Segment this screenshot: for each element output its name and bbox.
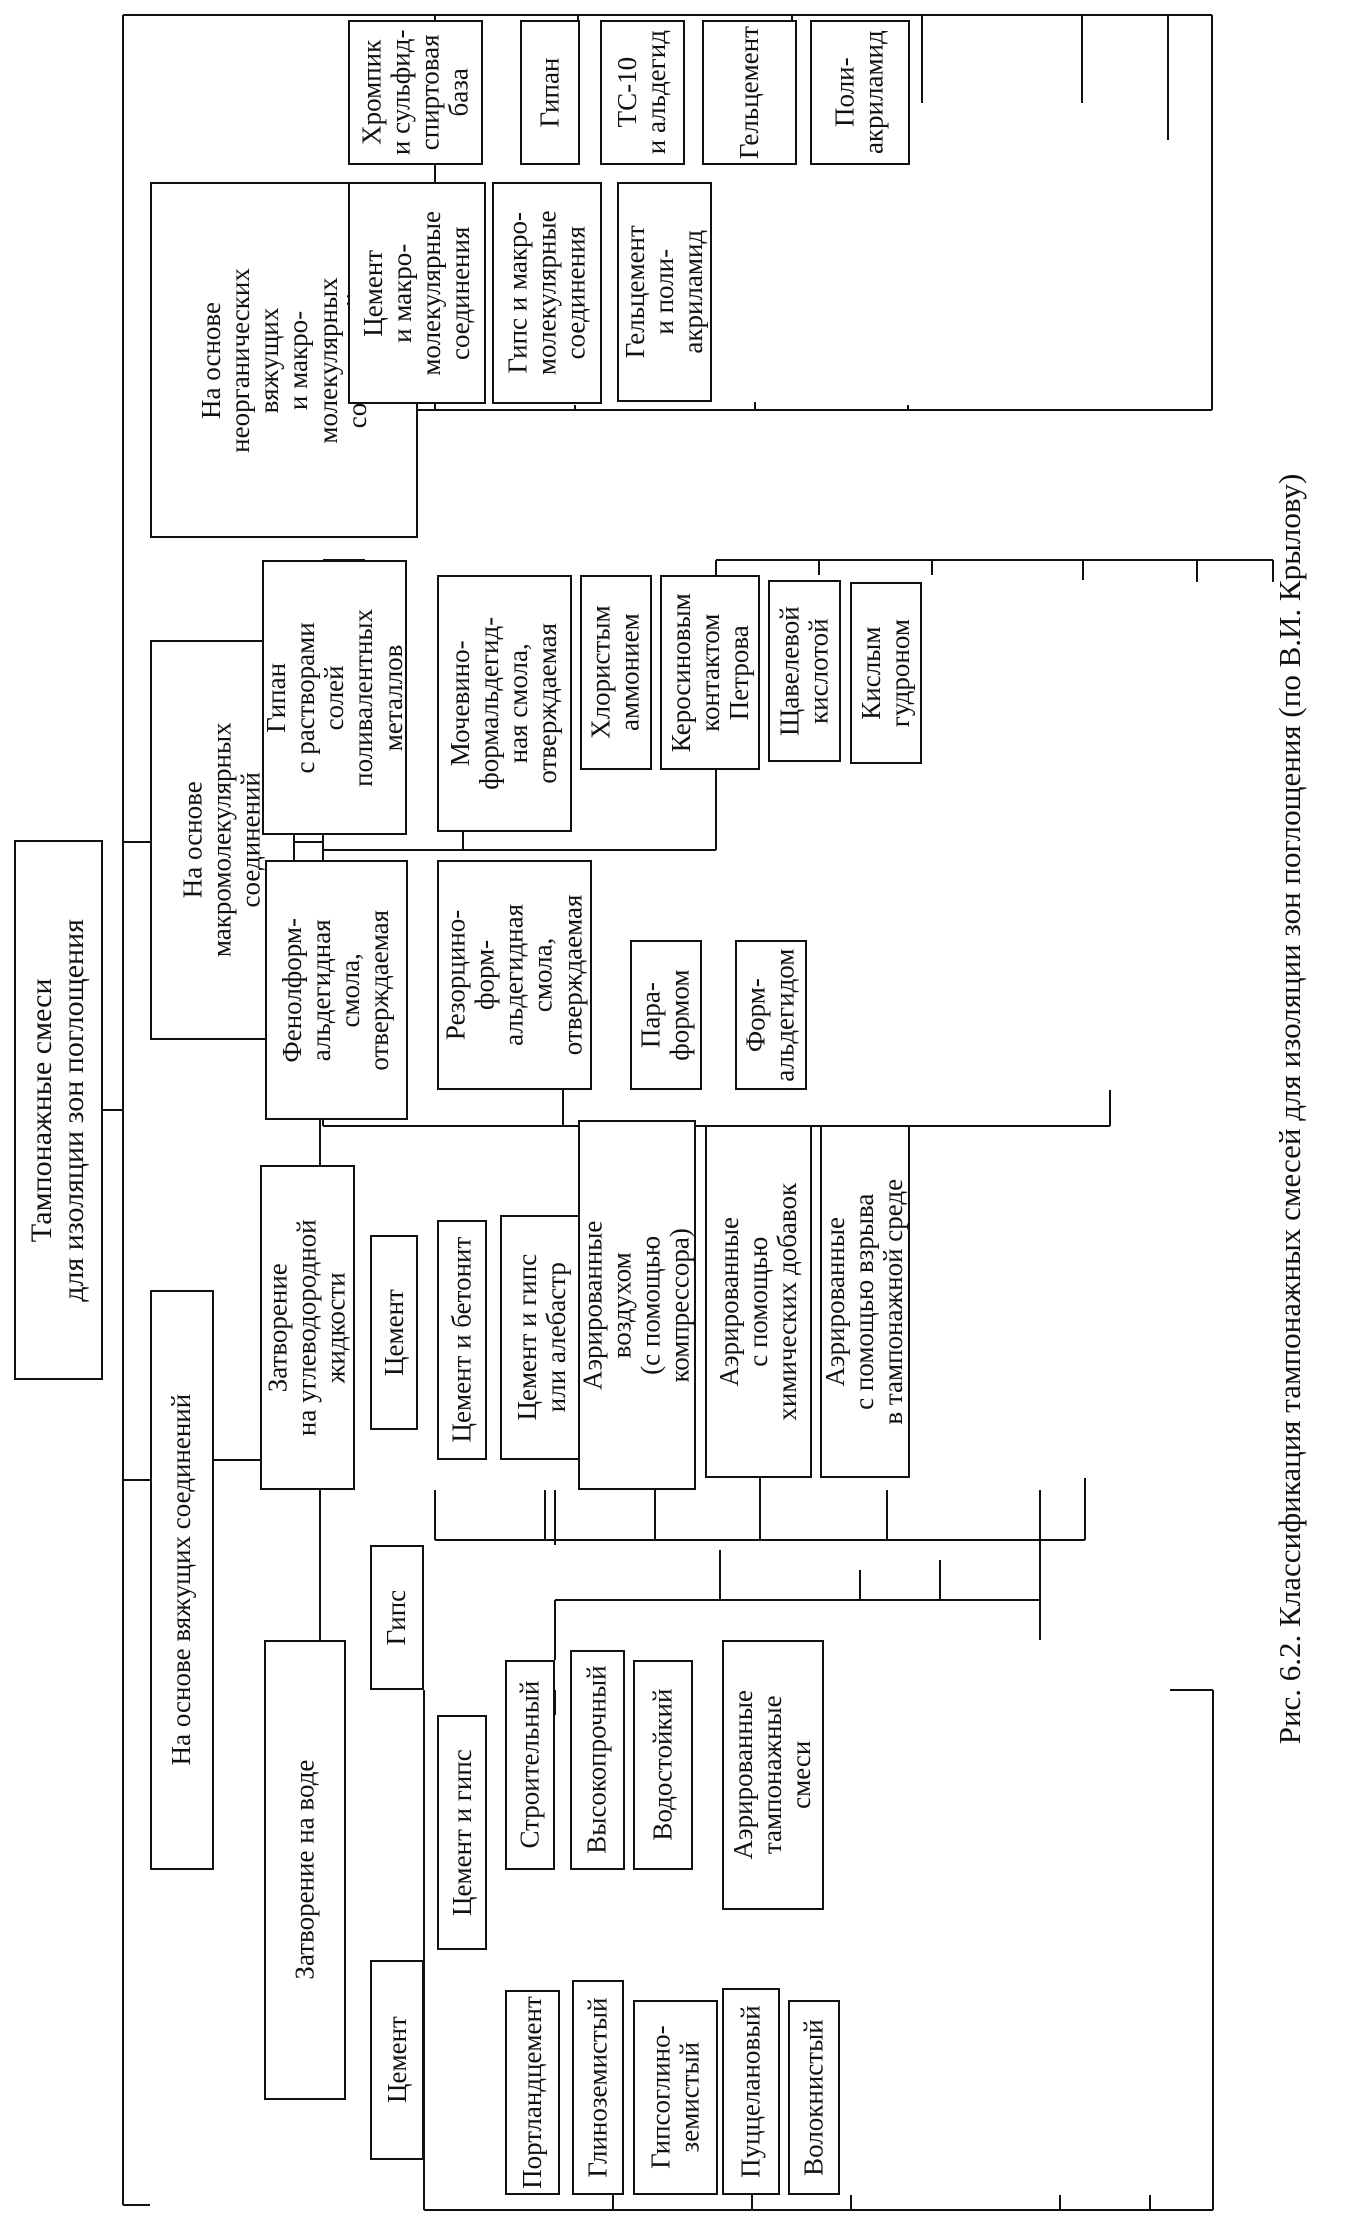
node-phenol: Фенолформ- альдегидная смола, отверждаем… xyxy=(265,860,408,1120)
label-aer-air: Аэрированные воздухом (с помощью компрес… xyxy=(577,1220,696,1390)
label-fiber: Волокнистый xyxy=(798,2019,829,2176)
label-portland: Портландцемент xyxy=(516,1996,547,2189)
group-inorganic-label: На основе неорганических вяжущих и макро… xyxy=(195,267,372,453)
label-gelcement: Гельцемент xyxy=(733,25,764,160)
label-aer-chem: Аэрированные с помощью химических добаво… xyxy=(713,1182,803,1421)
node-high-strength: Высокопрочный xyxy=(570,1650,625,1870)
label-formaldehyde: Форм- альдегидом xyxy=(740,948,800,1082)
label-alumina: Глиноземистый xyxy=(582,1997,613,2178)
label-cement-bentonite: Цемент и бетонит xyxy=(446,1237,477,1443)
caption-text: Рис. 6.2. Классификация тампонажных смес… xyxy=(1272,473,1307,1745)
node-paraform: Пара- формом xyxy=(630,940,702,1090)
node-ts10: ТС-10 и альдегид xyxy=(600,20,685,165)
node-pozzolan: Пуццелановый xyxy=(722,1988,780,2195)
label-water-resistant: Водостойкий xyxy=(647,1688,678,1842)
label-phenol: Фенолформ- альдегидная смола, отверждаем… xyxy=(277,909,395,1071)
label-gypsum-macro: Гипс и макро- молекулярные соединения xyxy=(502,210,591,376)
node-cement: Цемент xyxy=(370,1960,424,2160)
label-pozzolan: Пуццелановый xyxy=(735,2005,766,2178)
label-hc-cement: Цемент xyxy=(378,1289,409,1376)
node-aer-blast: Аэрированные с помощью взрыва в тампонаж… xyxy=(820,1125,910,1478)
node-cement-bentonite: Цемент и бетонит xyxy=(437,1220,487,1460)
node-formaldehyde: Форм- альдегидом xyxy=(735,940,807,1090)
label-tar: Кислым гудроном xyxy=(855,618,916,728)
node-hc-cement: Цемент xyxy=(370,1235,418,1430)
node-gelcement: Гельцемент xyxy=(702,20,797,165)
node-aer-chem: Аэрированные с помощью химических добаво… xyxy=(705,1125,812,1478)
node-tar: Кислым гудроном xyxy=(850,582,922,764)
node-cement-gypsum: Цемент и гипс xyxy=(437,1715,487,1950)
label-resorcinol: Резорцино- форм- альдегидная смола, отве… xyxy=(440,894,588,1056)
node-gypsum-macro: Гипс и макро- молекулярные соединения xyxy=(492,182,602,404)
label-cement-macro: Цемент и макро- молекулярные соединения xyxy=(357,210,476,376)
label-building: Строительный xyxy=(514,1681,545,1849)
node-urea: Мочевино- формальдегид- ная смола, отвер… xyxy=(437,575,572,832)
node-gelcement-pam: Гельцемент и поли- акриламид xyxy=(617,182,712,402)
node-building: Строительный xyxy=(505,1660,555,1870)
label-paraform: Пара- формом xyxy=(635,969,695,1061)
node-water-mixing: Затворение на воде xyxy=(264,1640,346,2100)
label-urea: Мочевино- формальдегид- ная смола, отвер… xyxy=(445,617,563,790)
node-gypsum: Гипс xyxy=(370,1545,424,1690)
node-portland: Портландцемент xyxy=(505,1990,560,2195)
root-node: Тампонажные смеси для изоляции зон погло… xyxy=(14,840,103,1380)
node-hydrocarbon: Затворение на углеводородной жидкости xyxy=(260,1165,355,1490)
node-resorcinol: Резорцино- форм- альдегидная смола, отве… xyxy=(437,860,592,1090)
label-ammonium: Хлористым аммонием xyxy=(585,605,645,740)
root-label: Тампонажные смеси для изоляции зон погло… xyxy=(25,918,91,1302)
node-gypsum-alumina: Гипсоглино- земистый xyxy=(633,2000,718,2195)
node-oxalic: Щавелевой кислотой xyxy=(768,580,841,762)
node-fiber: Волокнистый xyxy=(788,2000,840,2195)
label-water-mixing: Затворение на воде xyxy=(289,1760,320,1980)
node-cement-gypsum-alabaster: Цемент и гипс или алебастр xyxy=(500,1215,585,1460)
label-high-strength: Высокопрочный xyxy=(581,1665,612,1855)
label-cement-gypsum-alabaster: Цемент и гипс или алебастр xyxy=(512,1254,572,1421)
label-gypsum-alumina: Гипсоглино- земистый xyxy=(645,2025,705,2170)
label-aer-blast: Аэрированные с помощью взрыва в тампонаж… xyxy=(820,1178,909,1425)
node-alumina: Глиноземистый xyxy=(572,1980,624,2195)
label-gipan: Гипан xyxy=(534,57,565,128)
label-cement-gypsum: Цемент и гипс xyxy=(446,1749,477,1916)
node-aerated-mixes: Аэрированные тампонажные смеси xyxy=(722,1640,824,1910)
label-pam: Поли- акриламид xyxy=(829,30,889,155)
label-gypsum: Гипс xyxy=(381,1589,412,1646)
node-gipan: Гипан xyxy=(520,20,580,165)
node-kerosene: Керосиновым контактом Петрова xyxy=(660,575,760,770)
node-water-resistant: Водостойкий xyxy=(633,1660,693,1870)
node-cement-macro: Цемент и макро- молекулярные соединения xyxy=(348,182,486,404)
label-oxalic: Щавелевой кислотой xyxy=(774,606,834,736)
node-aer-air: Аэрированные воздухом (с помощью компрес… xyxy=(578,1120,696,1490)
label-chrompik: Хромпик и сульфид- спиртовая база xyxy=(356,29,474,156)
label-hydrocarbon: Затворение на углеводородной жидкости xyxy=(262,1219,352,1436)
label-cement: Цемент xyxy=(381,2016,412,2104)
node-pam: Поли- акриламид xyxy=(810,20,910,165)
node-chrompik: Хромпик и сульфид- спиртовая база xyxy=(348,20,483,165)
label-kerosene: Керосиновым контактом Петрова xyxy=(665,593,754,752)
group-binders: На основе вяжущих соединений xyxy=(150,1290,214,1870)
node-gipan-salts: Гипан с растворами солей поливалентных м… xyxy=(260,560,408,835)
label-gipan-salts: Гипан с растворами солей поливалентных м… xyxy=(260,608,408,787)
label-ts10: ТС-10 и альдегид xyxy=(612,30,672,155)
group-macro-label: На основе макромолекулярных соединений xyxy=(177,722,267,958)
node-ammonium: Хлористым аммонием xyxy=(580,575,652,770)
group-binders-label: На основе вяжущих соединений xyxy=(166,1394,197,1766)
label-aerated-mixes: Аэрированные тампонажные смеси xyxy=(728,1690,817,1860)
label-gelcement-pam: Гельцемент и поли- акриламид xyxy=(619,225,709,359)
